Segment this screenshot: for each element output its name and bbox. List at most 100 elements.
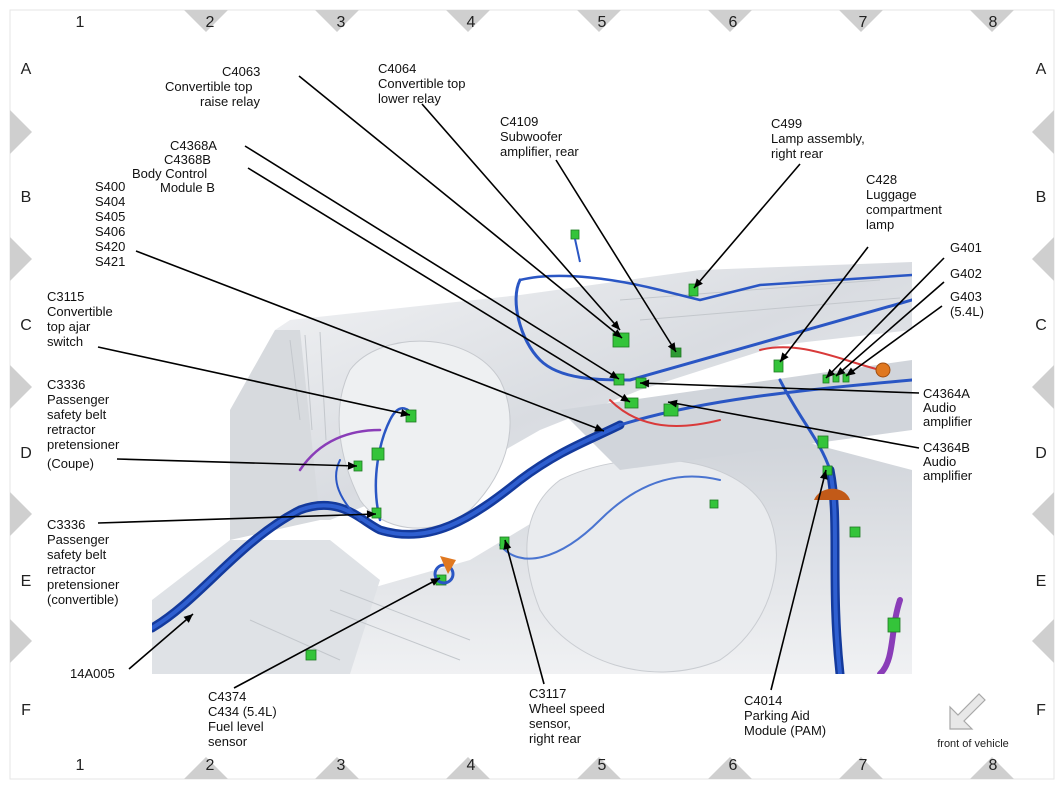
connector-g403: [842, 373, 850, 383]
grid-column-bottom: 3: [337, 757, 346, 774]
front-arrow-icon: [949, 693, 986, 730]
callout-c4364a-line: C4364A: [923, 386, 970, 401]
grid-column-bottom: 5: [598, 757, 607, 774]
grid-row-right: E: [1036, 573, 1047, 590]
chevron-top: [970, 10, 1014, 32]
connector-mid: [709, 499, 719, 509]
grid-column-bottom: 2: [206, 757, 215, 774]
leader-arrowhead-c4014: [819, 470, 828, 480]
leader-line-g402: [835, 281, 945, 377]
chevron-left: [10, 237, 32, 281]
callout-c4364b-line: Audio: [923, 454, 956, 469]
chevron-bottom: [184, 757, 228, 779]
leader-line-c3336coupe: [116, 458, 358, 467]
callout-splices-line: S405: [95, 209, 125, 224]
chevron-bottom: [577, 757, 621, 779]
connector-d-area: [371, 447, 385, 461]
callout-c4109-line: Subwoofer: [500, 129, 563, 144]
connector-c4368a: [613, 373, 625, 386]
callout-h14a005-line: 14A005: [70, 666, 115, 681]
leader-line-h14a005: [128, 613, 194, 670]
callout-c3115-line: top ajar: [47, 319, 91, 334]
callout-c4014-line: Parking Aid: [744, 708, 810, 723]
callout-c3115-line: switch: [47, 334, 83, 349]
callout-c428-line: Luggage: [866, 187, 917, 202]
grid-row-right: D: [1035, 445, 1047, 462]
callout-splices-line: S421: [95, 254, 125, 269]
callout-c4063-line: raise relay: [200, 94, 260, 109]
grid-column-bottom: 8: [989, 757, 998, 774]
callout-c3336coupe-line: retractor: [47, 422, 96, 437]
chevron-left: [10, 492, 32, 536]
callout-c3117-line: Wheel speed: [529, 701, 605, 716]
callout-g403: G403(5.4L): [950, 289, 984, 319]
leader-arrowhead-c4368a: [609, 370, 619, 379]
chevron-right: [1032, 237, 1054, 281]
callout-c3336coupe-line: safety belt: [47, 407, 107, 422]
callout-c428-line: lamp: [866, 217, 894, 232]
wiring-harness: [152, 273, 912, 674]
callout-c428-line: compartment: [866, 202, 942, 217]
grid-row-left: D: [20, 445, 32, 462]
connector-e-area: [817, 435, 829, 449]
leader-arrowhead-c428: [780, 352, 789, 362]
chevron-top: [708, 10, 752, 32]
grid-column-bottom: 6: [729, 757, 738, 774]
leader-line-g403: [845, 305, 943, 377]
connector-f-left: [305, 649, 317, 661]
grid-column-top: 1: [76, 14, 85, 31]
connector-c4109: [670, 347, 682, 358]
chevron-top: [577, 10, 621, 32]
connector-c499: [688, 283, 699, 297]
chevron-left: [10, 110, 32, 154]
callout-c499-line: right rear: [771, 146, 824, 161]
leader-arrowhead-c4368b: [620, 393, 630, 402]
grid-column-top: 3: [337, 14, 346, 31]
callout-c4364a-line: amplifier: [923, 414, 973, 429]
pam-bracket: [814, 488, 850, 500]
grid-column-top: 5: [598, 14, 607, 31]
leader-arrowhead-c4063: [612, 329, 622, 338]
leader-arrowhead-splices: [594, 424, 604, 432]
wheel-well: [338, 340, 511, 529]
callout-c4064-line: lower relay: [378, 91, 441, 106]
leader-arrowhead-c4374: [430, 578, 440, 586]
callout-c3115-line: Convertible: [47, 304, 113, 319]
callout-c4364b-line: amplifier: [923, 468, 973, 483]
connector-c428: [773, 359, 784, 373]
grid-row-right: A: [1036, 61, 1047, 78]
callout-c3336conv-line: C3336: [47, 517, 85, 532]
chevron-bottom: [839, 757, 883, 779]
leader-arrowhead-c4109: [667, 342, 676, 352]
chevron-left: [10, 365, 32, 409]
leader-line-c3115: [97, 346, 411, 416]
vehicle-trunk-rendering: [152, 262, 912, 674]
leader-arrowhead-g403: [846, 367, 856, 376]
callout-c3336conv-line: Passenger: [47, 532, 110, 547]
grid-row-left: C: [20, 317, 32, 334]
leader-line-c4014: [770, 469, 827, 691]
grid-column-bottom: 1: [76, 757, 85, 774]
callout-c428-line: C428: [866, 172, 897, 187]
leader-line-c4368b: [247, 167, 631, 403]
callout-c4368-line: C4368B: [164, 152, 211, 167]
grid-row-left: A: [21, 61, 32, 78]
chevron-right: [1032, 365, 1054, 409]
callout-c3117-line: sensor,: [529, 716, 571, 731]
grid-column-top: 7: [859, 14, 868, 31]
leader-line-c428: [779, 246, 869, 363]
connector-top-outside: [570, 229, 580, 240]
spare-tire-well: [526, 459, 777, 673]
callout-splices-line: S404: [95, 194, 125, 209]
